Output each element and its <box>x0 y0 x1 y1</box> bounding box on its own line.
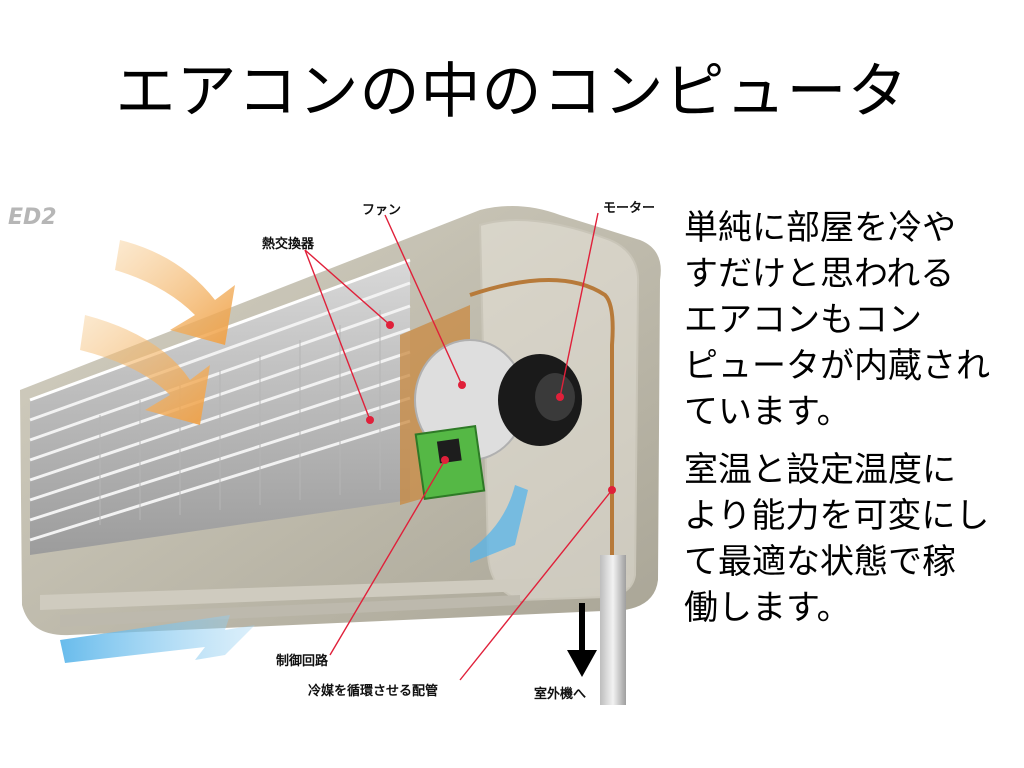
aircon-illustration <box>20 206 661 705</box>
text-line: 室温と設定温度に <box>684 450 956 490</box>
aircon-diagram: ED2 ファン モーター 熱交換器 制御回路 冷媒を循環させる配管 室外機へ <box>0 185 670 710</box>
label-fan: ファン <box>362 203 402 218</box>
paragraph-1: 単純に部屋を冷や すだけと思われる エアコンもコン ピュータが内蔵され ています… <box>684 205 1014 435</box>
text-line: 働します。 <box>684 588 851 628</box>
text-line: 単純に部屋を冷や <box>684 208 956 248</box>
label-control-circuit: 制御回路 <box>276 654 329 669</box>
down-arrow-icon <box>567 603 597 677</box>
text-line: エアコンもコン <box>684 300 922 340</box>
refrigerant-tube <box>469 278 615 555</box>
label-motor: モーター <box>603 201 656 216</box>
leader-dots <box>366 321 616 494</box>
text-line: より能力を可変にし <box>684 496 990 536</box>
text-line: ピュータが内蔵され <box>684 346 990 386</box>
label-heat-exchanger: 熱交換器 <box>262 237 315 252</box>
cool-air-arrows <box>60 485 528 663</box>
text-line: ています。 <box>684 392 851 432</box>
warm-air-arrows <box>80 240 235 425</box>
slide-title: エアコンの中のコンピュータ <box>115 57 909 127</box>
body-text: 単純に部屋を冷や すだけと思われる エアコンもコン ピュータが内蔵され ています… <box>684 205 1014 643</box>
paragraph-2: 室温と設定温度に より能力を可変にし て最適な状態で稼 働します。 <box>684 447 1014 631</box>
diagram-logo: ED2 <box>8 205 57 230</box>
label-refrigerant-pipe: 冷媒を循環させる配管 <box>308 684 439 699</box>
leader-lines <box>304 212 613 681</box>
heat-exchanger-fins <box>29 258 411 555</box>
label-outdoor-unit: 室外機へ <box>534 687 587 702</box>
outdoor-pipe <box>600 555 626 705</box>
text-line: て最適な状態で稼 <box>684 542 956 582</box>
text-line: すだけと思われる <box>684 254 955 294</box>
outlet-louvers <box>40 575 630 627</box>
control-circuit-board <box>414 425 486 500</box>
